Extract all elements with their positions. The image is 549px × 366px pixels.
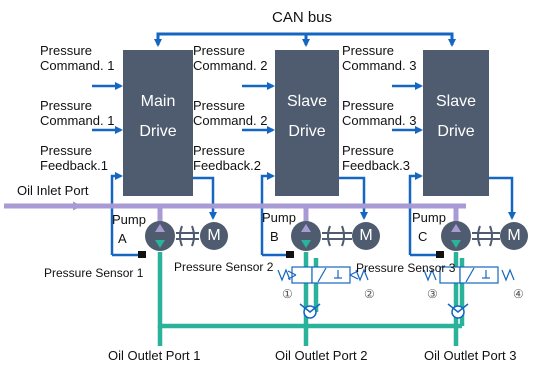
motor-c-label: M bbox=[507, 227, 521, 244]
valve-number-4: ④ bbox=[513, 287, 524, 301]
pressure-sensor-1-label: Pressure Sensor 1 bbox=[44, 266, 144, 280]
oil-outlet-2-label: Oil Outlet Port 2 bbox=[275, 348, 368, 363]
valve-number-2: ② bbox=[364, 287, 375, 301]
can-bus-label: CAN bus bbox=[272, 9, 333, 26]
valve-3-4 bbox=[423, 266, 515, 284]
oil-inlet-line bbox=[4, 203, 466, 224]
slave-drive-3-line2: Drive bbox=[437, 123, 475, 140]
main-drive-line1: Main bbox=[140, 93, 176, 110]
pump-c-symbol bbox=[441, 221, 471, 251]
pump-a-letter: A bbox=[118, 231, 127, 246]
pressure-sensor-3-label: Pressure Sensor 3 bbox=[356, 261, 456, 275]
motor-b-label: M bbox=[359, 227, 373, 244]
motor-a-circle bbox=[200, 222, 228, 250]
slave-drive-3-box bbox=[423, 50, 489, 196]
valve-number-1: ① bbox=[282, 287, 293, 301]
slave-drive-2-line1: Slave bbox=[286, 93, 328, 110]
pressure-sensor-2-label: Pressure Sensor 2 bbox=[174, 260, 274, 274]
pressure-sensor-1 bbox=[138, 251, 146, 258]
valve-number-3: ③ bbox=[427, 287, 438, 301]
pump-b-label: Pump bbox=[262, 210, 296, 225]
pump-c-label: Pump bbox=[412, 210, 446, 225]
pressure-sensor-2 bbox=[286, 251, 294, 258]
main-drive-box bbox=[123, 50, 193, 196]
valve-1-2 bbox=[277, 266, 369, 284]
main-drive-label: Main Drive bbox=[123, 92, 193, 142]
can-bus-lines bbox=[154, 32, 456, 47]
slave-drive-2-line2: Drive bbox=[288, 123, 326, 140]
oil-outlet-3-label: Oil Outlet Port 3 bbox=[424, 348, 517, 363]
slave-drive-3-label: Slave Drive bbox=[423, 92, 489, 142]
pressure-sensor-3 bbox=[436, 251, 444, 258]
pump-b-symbol bbox=[291, 221, 321, 251]
slave-drive-2-label: Slave Drive bbox=[275, 92, 339, 142]
pump-a-label: Pump bbox=[112, 212, 146, 227]
shaft-couplings bbox=[176, 225, 500, 247]
slave-drive-3-line1: Slave bbox=[435, 93, 477, 110]
pump-b-letter: B bbox=[270, 229, 279, 244]
main-drive-line2: Drive bbox=[139, 123, 177, 140]
pump-c-letter: C bbox=[418, 229, 428, 244]
motor-b-circle bbox=[352, 222, 380, 250]
motor-a-label: M bbox=[207, 227, 221, 244]
pump-a-symbol bbox=[145, 221, 175, 251]
oil-inlet-label: Oil Inlet Port bbox=[17, 183, 89, 198]
command-arrows bbox=[92, 82, 423, 134]
check-valves bbox=[299, 303, 469, 319]
oil-outlet-1-label: Oil Outlet Port 1 bbox=[108, 348, 201, 363]
slave-drive-2-box bbox=[275, 50, 339, 196]
motor-c-circle bbox=[500, 222, 528, 250]
